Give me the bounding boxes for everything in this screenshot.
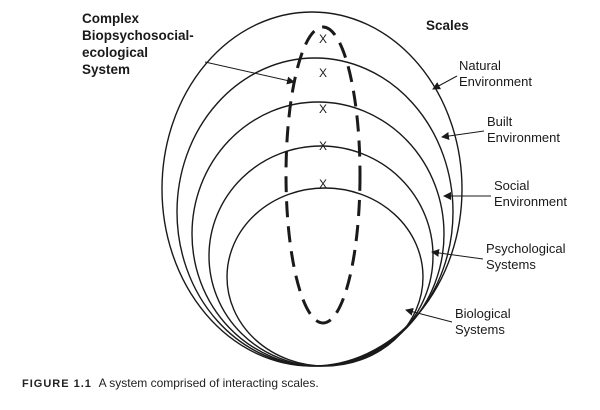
x-mark-social: X [319,102,327,116]
scale-label-social-environment: Social Environment [494,178,567,209]
svg-text:Biological: Biological [455,306,511,321]
svg-text:Biopsychosocial-: Biopsychosocial- [82,28,194,43]
complex-system-oval [284,25,362,325]
natural-environment-arrow [432,75,458,90]
psychological-systems-arrow [431,248,484,260]
scale-label-biological-systems: Biological Systems [455,306,511,337]
svg-text:System: System [82,62,130,77]
scales-heading: Scales [426,18,469,33]
scale-label-built-environment: Built Environment [487,114,560,145]
svg-text:Built: Built [487,114,513,129]
figure-number: FIGURE 1.1 [22,378,92,390]
figure-caption: FIGURE 1.1 A system comprised of interac… [22,376,319,390]
svg-text:Complex: Complex [82,11,140,26]
system-label: Complex Biopsychosocial- ecological Syst… [82,11,194,77]
svg-text:Natural: Natural [459,58,501,73]
svg-text:Environment: Environment [459,74,532,89]
svg-text:Psychological: Psychological [486,241,566,256]
figure-caption-text: A system comprised of interacting scales… [98,376,319,390]
biological-systems-arrow [405,307,453,323]
x-mark-natural: X [319,32,327,46]
svg-text:Environment: Environment [494,194,567,209]
x-mark-psychological: X [319,139,327,153]
scale-label-natural-environment: Natural Environment [459,58,532,89]
x-mark-biological: X [319,177,327,191]
svg-text:ecological: ecological [82,45,148,60]
x-mark-built: X [319,66,327,80]
built-environment-arrow [441,130,485,140]
system-pointer-arrow [204,61,295,85]
biological-systems-ring [226,187,424,367]
svg-text:Environment: Environment [487,130,560,145]
svg-text:Systems: Systems [455,322,505,337]
scale-label-psychological-systems: Psychological Systems [486,241,566,272]
svg-text:Systems: Systems [486,257,536,272]
svg-text:Social: Social [494,178,530,193]
